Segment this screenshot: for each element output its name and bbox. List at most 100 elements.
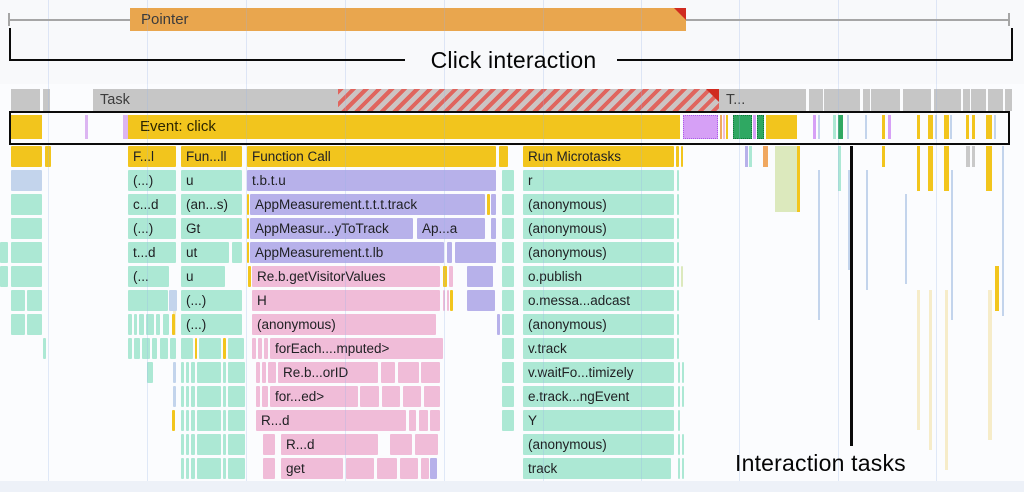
flame-bar[interactable]: (...) — [128, 218, 176, 239]
flame-bar[interactable]: t.b.t.u — [247, 170, 496, 191]
task-fragment[interactable] — [1005, 89, 1012, 111]
flame-fragment[interactable] — [223, 458, 226, 479]
flame-fragment[interactable] — [181, 386, 184, 407]
flame-bar[interactable]: v.waitFo...timizely — [523, 362, 674, 383]
flame-fragment[interactable] — [223, 362, 226, 383]
flame-fragment[interactable] — [455, 242, 496, 263]
flame-fragment[interactable] — [382, 386, 400, 407]
flame-fragment[interactable] — [186, 386, 189, 407]
flame-fragment[interactable] — [247, 242, 249, 263]
event-micro-strip[interactable] — [683, 115, 718, 139]
flame-fragment[interactable] — [676, 146, 679, 167]
flame-fragment[interactable] — [147, 362, 153, 383]
task-fragment[interactable] — [971, 89, 986, 111]
flame-fragment[interactable] — [228, 386, 245, 407]
flame-fragment[interactable] — [11, 146, 42, 167]
flame-fragment[interactable] — [398, 362, 419, 383]
flame-fragment[interactable] — [156, 314, 160, 335]
event-micro-strip[interactable] — [766, 115, 797, 139]
flame-fragment[interactable] — [191, 458, 195, 479]
flame-fragment[interactable] — [186, 362, 189, 383]
flame-bar[interactable]: Re.b.getVisitorValues — [252, 266, 440, 287]
flame-fragment[interactable] — [11, 242, 42, 263]
flame-fragment[interactable] — [682, 458, 684, 479]
flame-bar[interactable]: forEach....mputed> — [270, 338, 443, 359]
task-bar[interactable]: Task — [93, 89, 338, 111]
flame-fragment[interactable] — [263, 458, 275, 479]
flame-bar[interactable]: (...) — [128, 170, 176, 191]
flame-bar[interactable]: (anonymous) — [523, 314, 674, 335]
task-fragment[interactable] — [871, 89, 900, 111]
flame-fragment[interactable] — [197, 410, 221, 431]
flame-fragment[interactable] — [502, 338, 514, 359]
event-micro-strip[interactable] — [757, 115, 764, 139]
flame-fragment[interactable] — [491, 194, 496, 215]
flame-bar[interactable]: AppMeasurement.t.t.t.track — [250, 194, 485, 215]
flame-fragment[interactable] — [258, 338, 262, 359]
flame-fragment[interactable] — [502, 410, 514, 431]
flame-fragment[interactable] — [160, 338, 168, 359]
flame-bar[interactable]: (anonymous) — [523, 194, 674, 215]
flame-bar[interactable]: AppMeasur...yToTrack — [250, 218, 413, 239]
flame-bar[interactable]: AppMeasurement.t.lb — [250, 242, 444, 263]
flame-fragment[interactable] — [256, 362, 260, 383]
flame-fragment[interactable] — [197, 362, 221, 383]
flame-fragment[interactable] — [170, 338, 176, 359]
flame-fragment[interactable] — [677, 242, 679, 263]
flame-fragment[interactable] — [487, 194, 490, 215]
flame-fragment[interactable] — [191, 434, 195, 455]
flame-fragment[interactable] — [502, 218, 514, 239]
flame-fragment[interactable] — [421, 362, 440, 383]
flame-fragment[interactable] — [502, 362, 514, 383]
flame-fragment[interactable] — [172, 410, 175, 431]
flame-fragment[interactable] — [678, 362, 680, 383]
flame-fragment[interactable] — [677, 170, 679, 191]
flame-fragment[interactable] — [228, 338, 244, 359]
flame-fragment[interactable] — [377, 458, 397, 479]
flame-bar[interactable]: Re.b...orID — [278, 362, 378, 383]
flame-fragment[interactable] — [677, 266, 679, 287]
flame-bar[interactable]: Ap...a — [417, 218, 485, 239]
flame-fragment[interactable] — [467, 290, 495, 311]
flame-fragment[interactable] — [232, 242, 242, 263]
flame-fragment[interactable] — [360, 386, 379, 407]
flame-bar[interactable]: (an...s) — [181, 194, 242, 215]
flame-bar[interactable]: (anonymous) — [252, 314, 436, 335]
flame-fragment[interactable] — [128, 290, 168, 311]
flame-fragment[interactable] — [197, 434, 221, 455]
flame-fragment[interactable] — [677, 314, 679, 335]
flame-fragment[interactable] — [247, 194, 249, 215]
flame-fragment[interactable] — [381, 362, 395, 383]
flame-fragment[interactable] — [181, 362, 184, 383]
flame-fragment[interactable] — [447, 290, 449, 311]
flame-fragment[interactable] — [256, 386, 260, 407]
flame-fragment[interactable] — [228, 362, 245, 383]
flame-fragment[interactable] — [223, 338, 226, 359]
flame-fragment[interactable] — [450, 290, 453, 311]
flame-fragment[interactable] — [152, 338, 157, 359]
flame-fragment[interactable] — [181, 458, 184, 479]
flame-bar[interactable]: for...ed> — [270, 386, 358, 407]
flame-bar[interactable]: Gt — [181, 218, 242, 239]
event-fragment[interactable] — [11, 115, 42, 139]
flame-fragment[interactable] — [262, 386, 268, 407]
flame-fragment[interactable] — [11, 314, 25, 335]
flame-fragment[interactable] — [228, 434, 245, 455]
flame-fragment[interactable] — [128, 314, 132, 335]
flame-bar[interactable]: R...d — [256, 410, 406, 431]
flame-fragment[interactable] — [502, 386, 514, 407]
pointer-interaction-bar[interactable]: Pointer — [130, 8, 686, 31]
flame-fragment[interactable] — [497, 314, 500, 335]
task-fragment[interactable]: T... — [719, 89, 806, 111]
flame-fragment[interactable] — [682, 362, 684, 383]
task-fragment[interactable] — [863, 89, 870, 111]
flame-fragment[interactable] — [502, 242, 514, 263]
flame-fragment[interactable] — [128, 338, 132, 359]
flame-fragment[interactable] — [139, 314, 144, 335]
flame-fragment[interactable] — [11, 170, 42, 191]
flame-fragment[interactable] — [181, 338, 193, 359]
flame-fragment[interactable] — [186, 458, 189, 479]
flame-bar[interactable]: v.track — [523, 338, 674, 359]
flame-fragment[interactable] — [163, 314, 169, 335]
flame-fragment[interactable] — [191, 386, 195, 407]
